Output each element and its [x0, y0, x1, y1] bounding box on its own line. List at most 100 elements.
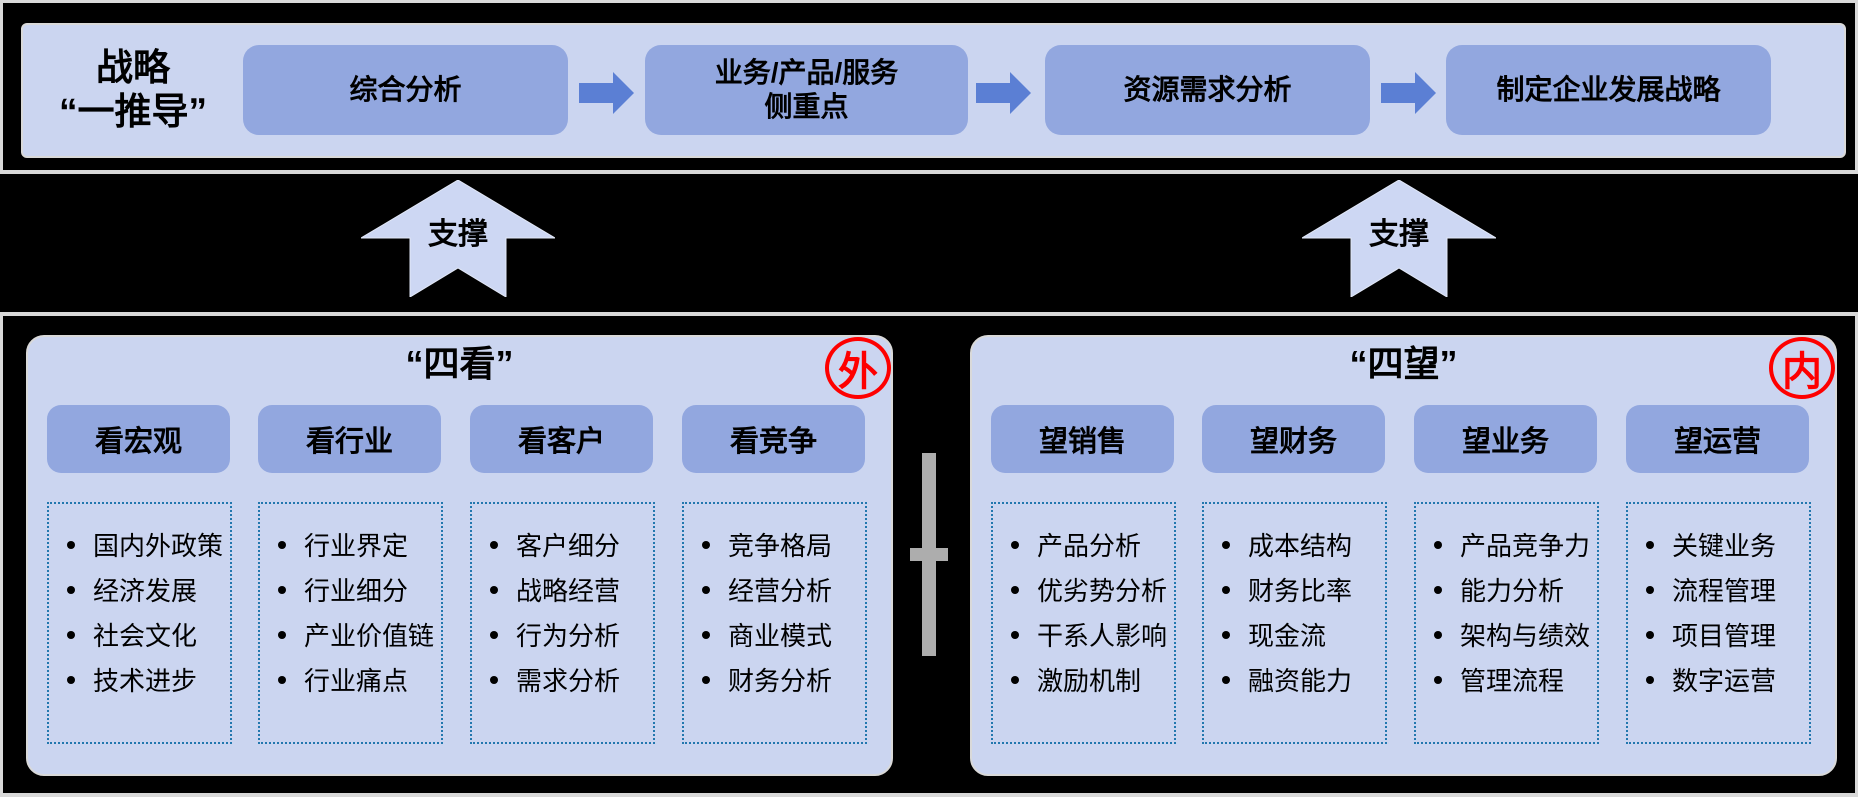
bullet-icon — [1011, 630, 1019, 639]
up-arrow-icon — [1302, 180, 1496, 297]
list-item: 能力分析 — [1416, 567, 1597, 612]
list-item: 成本结构 — [1204, 522, 1385, 567]
list-item: 数字运营 — [1628, 657, 1809, 702]
column-header: 看宏观 — [47, 405, 230, 473]
up-arrow-icon — [361, 180, 555, 297]
support-label: 支撑 — [1369, 218, 1429, 251]
right-arrow-icon — [976, 72, 1031, 114]
bullet-icon — [1222, 630, 1230, 639]
column-header: 看客户 — [470, 405, 653, 473]
list-item: 行为分析 — [472, 612, 653, 657]
column-header: 看竞争 — [682, 405, 865, 473]
column-list: 行业界定 行业细分 产业价值链 行业痛点 — [258, 502, 443, 744]
bullet-icon — [1011, 540, 1019, 549]
flow-step-resource-demand-analysis: 资源需求分析 — [1045, 45, 1370, 135]
column-header: 望运营 — [1626, 405, 1809, 473]
bullet-icon — [67, 630, 75, 639]
list-item: 行业界定 — [260, 522, 441, 567]
column-list: 产品竞争力 能力分析 架构与绩效 管理流程 — [1414, 502, 1599, 744]
bullet-icon — [490, 630, 498, 639]
list-item: 干系人影响 — [993, 612, 1174, 657]
bullet-icon — [702, 540, 710, 549]
bullet-icon — [702, 585, 710, 594]
bullet-icon — [1646, 675, 1654, 684]
bullet-icon — [1434, 630, 1442, 639]
plus-icon — [910, 548, 948, 561]
list-item: 产品竞争力 — [1416, 522, 1597, 567]
bullet-icon — [702, 675, 710, 684]
list-item: 战略经营 — [472, 567, 653, 612]
flow-step-formulate-development-strategy: 制定企业发展战略 — [1446, 45, 1771, 135]
list-item: 产业价值链 — [260, 612, 441, 657]
list-item: 社会文化 — [49, 612, 230, 657]
bullet-icon — [1222, 675, 1230, 684]
column-list: 客户细分 战略经营 行为分析 需求分析 — [470, 502, 655, 744]
bullet-icon — [490, 540, 498, 549]
panel-title: “四看” — [405, 343, 514, 384]
bullet-icon — [1646, 540, 1654, 549]
list-item: 优劣势分析 — [993, 567, 1174, 612]
panel-four-looks: “四看” 外 看宏观 看行业 看客户 看竞争 国内外政策 经济发展 社会文化 技… — [26, 335, 893, 776]
list-item: 客户细分 — [472, 522, 653, 567]
support-label: 支撑 — [428, 218, 488, 251]
list-item: 技术进步 — [49, 657, 230, 702]
panel-four-views: “四望” 内 望销售 望财务 望业务 望运营 产品分析 优劣势分析 干系人影响 … — [970, 335, 1837, 776]
badge-internal: 内 — [1769, 337, 1835, 399]
list-item: 行业痛点 — [260, 657, 441, 702]
bullet-icon — [1222, 585, 1230, 594]
right-arrow-icon — [1381, 72, 1436, 114]
column-list: 产品分析 优劣势分析 干系人影响 激励机制 — [991, 502, 1176, 744]
list-item: 商业模式 — [684, 612, 865, 657]
flow-step-business-product-service-focus: 业务/产品/服务 侧重点 — [645, 45, 968, 135]
column-list: 竞争格局 经营分析 商业模式 财务分析 — [682, 502, 867, 744]
list-item: 流程管理 — [1628, 567, 1809, 612]
bullet-icon — [1011, 585, 1019, 594]
bullet-icon — [67, 585, 75, 594]
flow-step-comprehensive-analysis: 综合分析 — [243, 45, 568, 135]
flow-title: 战略 “一推导” — [59, 47, 207, 132]
bullet-icon — [1646, 630, 1654, 639]
list-item: 管理流程 — [1416, 657, 1597, 702]
panel-title: “四望” — [1349, 343, 1458, 384]
badge-external: 外 — [825, 337, 891, 399]
bullet-icon — [1222, 540, 1230, 549]
list-item: 行业细分 — [260, 567, 441, 612]
bullet-icon — [490, 675, 498, 684]
bullet-icon — [67, 540, 75, 549]
bullet-icon — [1011, 675, 1019, 684]
list-item: 经营分析 — [684, 567, 865, 612]
list-item: 需求分析 — [472, 657, 653, 702]
column-list: 成本结构 财务比率 现金流 融资能力 — [1202, 502, 1387, 744]
column-header: 望业务 — [1414, 405, 1597, 473]
bullet-icon — [1646, 585, 1654, 594]
middle-section-background — [0, 174, 1858, 312]
bullet-icon — [490, 585, 498, 594]
list-item: 财务分析 — [684, 657, 865, 702]
list-item: 经济发展 — [49, 567, 230, 612]
list-item: 产品分析 — [993, 522, 1174, 567]
list-item: 竞争格局 — [684, 522, 865, 567]
list-item: 现金流 — [1204, 612, 1385, 657]
bullet-icon — [1434, 585, 1442, 594]
list-item: 关键业务 — [1628, 522, 1809, 567]
bullet-icon — [278, 540, 286, 549]
bullet-icon — [278, 675, 286, 684]
list-item: 激励机制 — [993, 657, 1174, 702]
bullet-icon — [67, 675, 75, 684]
bullet-icon — [1434, 675, 1442, 684]
bullet-icon — [1434, 540, 1442, 549]
list-item: 项目管理 — [1628, 612, 1809, 657]
list-item: 融资能力 — [1204, 657, 1385, 702]
bullet-icon — [278, 630, 286, 639]
column-header: 看行业 — [258, 405, 441, 473]
list-item: 财务比率 — [1204, 567, 1385, 612]
right-arrow-icon — [579, 72, 634, 114]
column-list: 关键业务 流程管理 项目管理 数字运营 — [1626, 502, 1811, 744]
bullet-icon — [278, 585, 286, 594]
column-header: 望财务 — [1202, 405, 1385, 473]
column-header: 望销售 — [991, 405, 1174, 473]
list-item: 国内外政策 — [49, 522, 230, 567]
list-item: 架构与绩效 — [1416, 612, 1597, 657]
column-list: 国内外政策 经济发展 社会文化 技术进步 — [47, 502, 232, 744]
